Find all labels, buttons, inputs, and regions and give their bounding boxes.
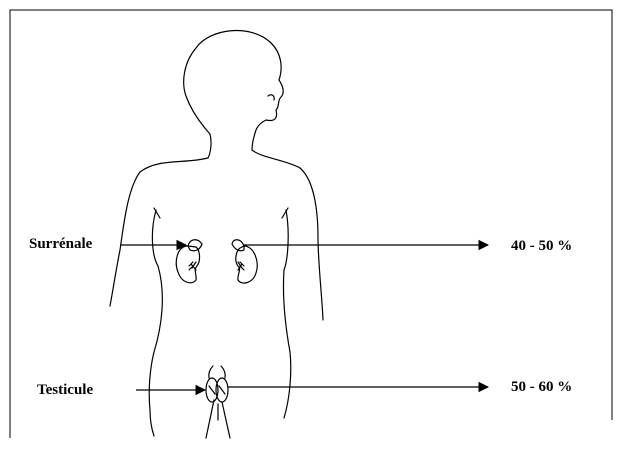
label-adrenal: Surrénale bbox=[29, 236, 93, 252]
adrenal-gland-right bbox=[232, 240, 244, 251]
armpit-marks bbox=[154, 208, 288, 218]
kidney-left bbox=[176, 240, 202, 283]
label-testis: Testicule bbox=[37, 382, 93, 398]
frame-border bbox=[10, 10, 612, 438]
kidney-right bbox=[232, 240, 257, 283]
value-testis: 50 - 60 % bbox=[511, 379, 572, 395]
ear-outline bbox=[268, 95, 274, 100]
testes bbox=[206, 366, 228, 402]
adrenal-gland-left bbox=[188, 240, 202, 251]
head-outline bbox=[184, 31, 283, 158]
legs-outline bbox=[206, 400, 230, 438]
body-outline bbox=[110, 31, 323, 438]
value-adrenal: 40 - 50 % bbox=[511, 238, 572, 254]
torso-outline bbox=[110, 150, 323, 320]
arm-inner-left bbox=[149, 210, 162, 436]
